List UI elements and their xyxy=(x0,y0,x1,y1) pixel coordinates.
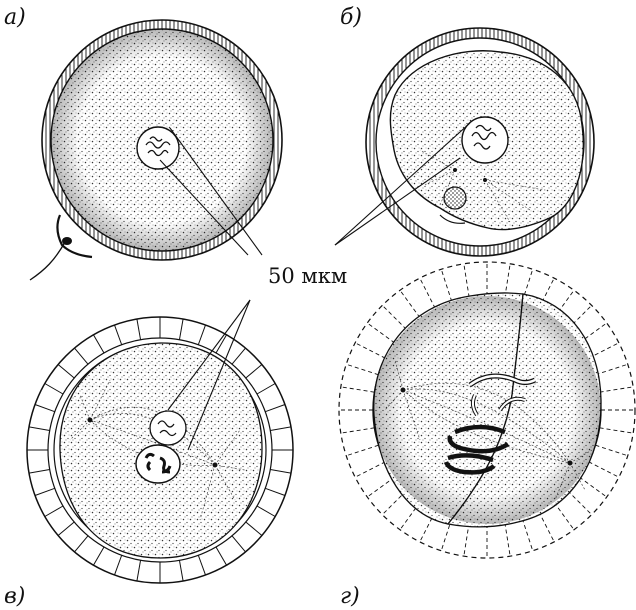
panel-v xyxy=(27,317,293,583)
panel-label-b: б) xyxy=(340,5,362,30)
panel-a xyxy=(30,20,282,280)
panel-b xyxy=(366,28,594,256)
panel-g xyxy=(339,262,635,558)
panel-label-v: в) xyxy=(4,584,25,609)
female-pronucleus-v xyxy=(150,411,186,445)
panel-label-g: г) xyxy=(340,584,360,609)
male-pronucleus-v xyxy=(136,445,180,483)
scale-bar-label: 50 мкм xyxy=(268,264,347,288)
sperm-head xyxy=(62,237,72,245)
panel-label-a: а) xyxy=(4,5,26,30)
sperm-tail xyxy=(30,242,65,280)
male-pronucleus-b xyxy=(444,187,466,209)
